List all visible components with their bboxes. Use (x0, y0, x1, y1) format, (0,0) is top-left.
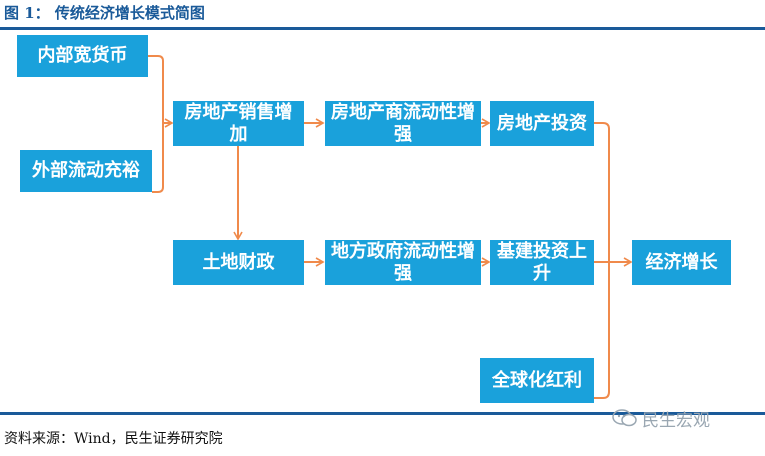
wechat-icon (612, 408, 638, 428)
top-rule (0, 27, 765, 30)
node-property-investment: 房地产投资 (490, 101, 594, 146)
node-infrastructure: 基建投资上升 (490, 240, 594, 285)
watermark-text: 民生宏观 (642, 410, 710, 431)
node-external-liquidity: 外部流动充裕 (20, 150, 152, 192)
node-internal-money: 内部宽货币 (17, 35, 148, 77)
node-property-sales: 房地产销售增加 (173, 101, 304, 146)
bracket-growth (594, 122, 610, 399)
figure-title: 图 1： 传统经济增长模式简图 (4, 4, 205, 22)
source-note: 资料来源：Wind，民生证券研究院 (4, 431, 223, 447)
bottom-rule (0, 412, 765, 415)
node-land-finance: 土地财政 (173, 240, 304, 285)
node-property-liquidity: 房地产商流动性增强 (325, 101, 481, 146)
node-globalization: 全球化红利 (480, 358, 594, 403)
node-local-gov-liquidity: 地方政府流动性增强 (325, 240, 481, 285)
watermark: 民生宏观 (612, 404, 710, 432)
node-growth: 经济增长 (632, 240, 731, 285)
